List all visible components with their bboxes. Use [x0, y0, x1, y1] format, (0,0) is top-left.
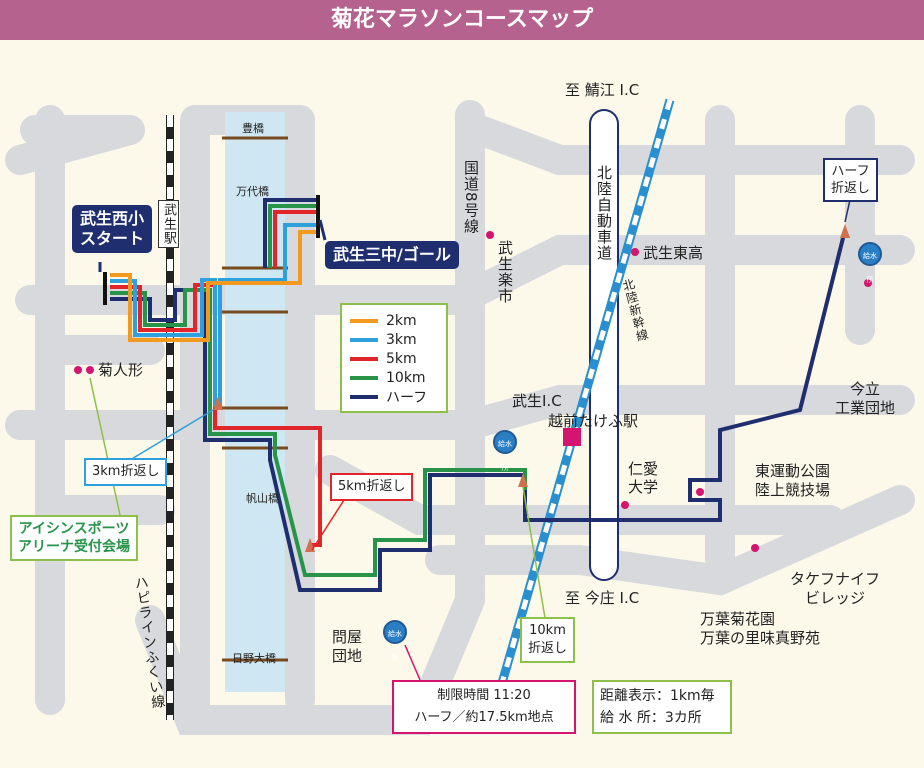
- legend-label: ハーフ: [386, 389, 428, 406]
- legend-half: ハーフ: [350, 387, 438, 406]
- hino-bridge-label: 日野大橋: [232, 652, 276, 665]
- manyo-line2: 万葉の里味真野苑: [700, 629, 821, 647]
- roads: [5, 100, 915, 735]
- toiya-label: 問屋団地: [332, 628, 362, 666]
- arena-callout: アイシンスポーツアリーナ受付会場: [10, 515, 138, 561]
- hanzan-bridge-label: 帆山橋: [246, 492, 279, 505]
- info-line2: 給 水 所：3カ所: [600, 710, 702, 726]
- bridges: [222, 136, 288, 662]
- legend-5km: 5km: [350, 349, 438, 368]
- legend: 2km 3km 5km 10km ハーフ: [340, 303, 448, 413]
- route8-label: 国道8号線: [462, 160, 480, 235]
- knife-line2: ビレッジ: [805, 589, 866, 607]
- callout-pointers: [89, 199, 851, 681]
- km3-turn-callout: 3km折返し: [84, 458, 168, 486]
- route-5km: [110, 283, 322, 547]
- toiya-line1: 問屋: [332, 628, 363, 646]
- toiya-line2: 団地: [332, 647, 363, 665]
- manyo-line1: 万葉菊花園: [700, 610, 776, 628]
- km5-turn-callout: 5km折返し: [330, 473, 414, 501]
- knife-village-label: タケフナイフビレッジ: [790, 570, 880, 608]
- water-station-3: 給水所: [858, 242, 882, 284]
- park-label-line1: 東運動公園: [755, 462, 831, 480]
- half-turn-line1: ハーフ: [831, 164, 870, 179]
- jinai-label: 仁愛大学: [628, 460, 659, 496]
- info-box: 距離表示：1km毎給 水 所：3カ所: [592, 680, 732, 734]
- kikuningyo-label: 菊人形: [98, 361, 144, 379]
- time-limit-callout: 制限時間 11:20 ハーフ／約17.5km地点: [392, 680, 576, 734]
- legend-label: 10km: [386, 369, 426, 386]
- legend-label: 2km: [386, 312, 417, 329]
- mandai-bridge-label: 万代橋: [236, 185, 269, 198]
- river: [225, 112, 285, 692]
- imadate-label: 今立工業団地: [835, 380, 895, 418]
- legend-3km: 3km: [350, 330, 438, 349]
- sabae-ic-label: 至 鯖江 I.C: [565, 81, 640, 99]
- expressway-label: 北陸自動車道: [595, 165, 613, 261]
- toyohashi-label: 豊橋: [242, 122, 264, 135]
- echizen-station-marker: [563, 428, 581, 446]
- km10-turn-callout: 10km 折返し: [520, 617, 576, 663]
- legend-10km: 10km: [350, 368, 438, 387]
- takefu-station-label: 武生駅: [158, 200, 179, 248]
- legend-2km: 2km: [350, 311, 438, 330]
- echizen-station-label: 越前たけふ駅: [548, 412, 639, 430]
- route-2km: [110, 230, 318, 342]
- legend-label: 3km: [386, 331, 417, 348]
- route-10km: [110, 288, 527, 577]
- half-turn-line2: 折返し: [831, 181, 871, 196]
- info-line1: 距離表示：1km毎: [600, 688, 715, 704]
- km10-line1: 10km: [529, 623, 566, 638]
- poi-dots: [74, 231, 872, 552]
- knife-line1: タケフナイフ: [790, 570, 881, 588]
- start-label: 武生西小スタート: [72, 205, 153, 253]
- manyo-label: 万葉菊花園万葉の里味真野苑: [700, 610, 820, 648]
- park-label: 東運動公園陸上競技場: [755, 462, 830, 500]
- half-turn-callout: ハーフ折返し: [823, 158, 879, 202]
- higashi-high-label: 武生東高: [643, 244, 704, 262]
- route-3km: [110, 223, 318, 407]
- arena-line1: アイシンスポーツ: [18, 521, 130, 537]
- time-limit-line2: ハーフ／約17.5km地点: [414, 710, 554, 725]
- imadate-line2: 工業団地: [835, 399, 896, 417]
- imadate-line1: 今立: [850, 380, 881, 398]
- time-limit-line1: 制限時間 11:20: [437, 688, 531, 703]
- route-half: [110, 229, 847, 592]
- water-station-1: 給水所: [493, 430, 517, 472]
- start-label-line1: 武生西小: [80, 209, 145, 228]
- water-station-2: 給水所: [383, 620, 407, 662]
- map-title: 菊花マラソンコースマップ: [0, 0, 924, 40]
- arena-line2: アリーナ受付会場: [18, 539, 130, 555]
- imajo-ic-label: 至 今庄 I.C: [565, 589, 640, 607]
- rakuichi-label: 武生楽市: [496, 240, 514, 304]
- takefu-ic-label: 武生I.C: [512, 392, 562, 410]
- legend-label: 5km: [386, 350, 417, 367]
- park-label-line2: 陸上競技場: [755, 481, 831, 499]
- start-label-line2: スタート: [80, 229, 145, 248]
- routes: [110, 198, 847, 592]
- km10-line2: 折返し: [528, 641, 568, 656]
- goal-label: 武生三中/ゴール: [325, 241, 459, 269]
